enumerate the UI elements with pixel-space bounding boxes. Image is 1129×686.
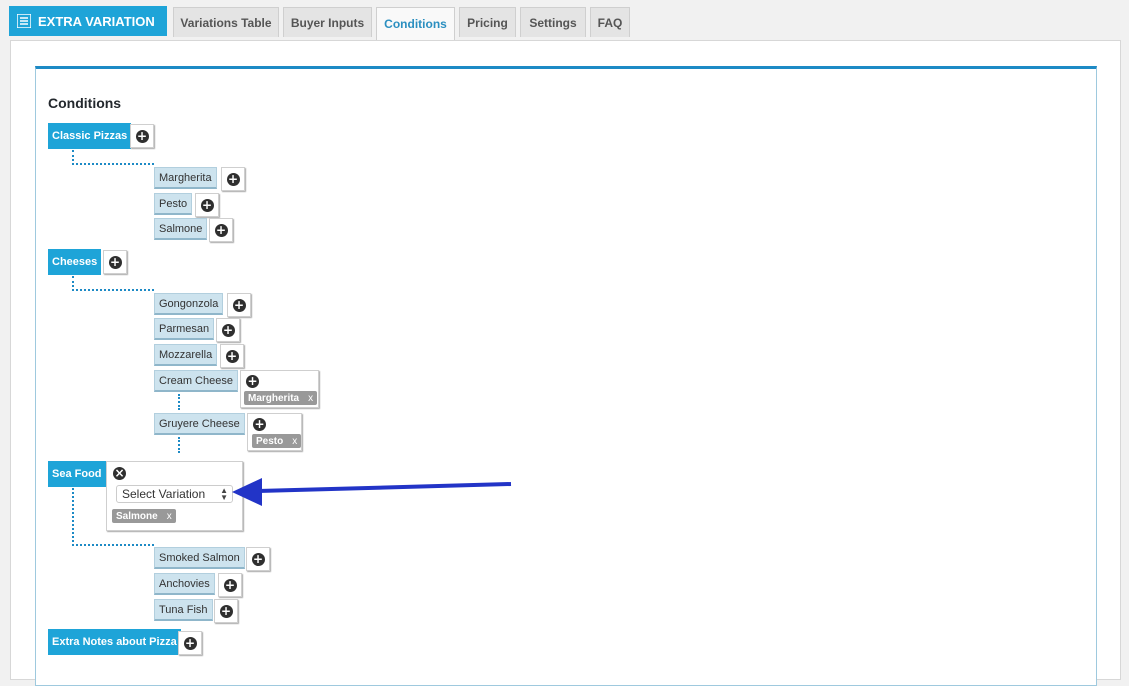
condition-tag-label: Salmone — [116, 510, 158, 522]
plus-icon: + — [223, 577, 237, 592]
variation-item[interactable]: Margherita — [154, 167, 217, 189]
tree-connector — [72, 488, 74, 546]
category-cheeses[interactable]: Cheeses — [48, 249, 102, 275]
remove-tag-icon[interactable]: x — [308, 392, 314, 404]
tree-connector — [178, 394, 180, 410]
condition-editor: × Select Variation ▲▼ Salmone x — [106, 461, 243, 531]
tab-faq[interactable]: FAQ — [590, 7, 630, 37]
page-title: Conditions — [48, 95, 122, 111]
tree-connector — [72, 276, 74, 291]
condition-tag-label: Margherita — [248, 392, 300, 404]
plus-icon: + — [219, 603, 233, 618]
plus-icon: + — [221, 322, 235, 337]
plus-icon: + — [183, 635, 197, 650]
condition-box: + Pesto x — [247, 413, 302, 451]
add-condition-button[interactable]: + — [220, 344, 244, 368]
plus-icon: + — [214, 222, 228, 237]
variation-item[interactable]: Anchovies — [154, 573, 215, 595]
plus-icon: + — [232, 297, 246, 312]
select-variation-dropdown[interactable]: Select Variation ▲▼ — [116, 485, 233, 503]
tab-buyer-inputs[interactable]: Buyer Inputs — [283, 7, 372, 37]
add-condition-button[interactable]: + — [195, 193, 219, 217]
add-condition-button[interactable]: + — [103, 250, 127, 274]
category-classic-pizzas[interactable]: Classic Pizzas — [48, 123, 132, 149]
plus-icon[interactable]: + — [253, 417, 266, 431]
plus-icon: + — [251, 551, 265, 566]
category-sea-food[interactable]: Sea Food — [48, 461, 106, 487]
variation-item[interactable]: Cream Cheese — [154, 370, 238, 392]
close-icon[interactable]: × — [113, 466, 126, 480]
add-condition-button[interactable]: + — [246, 547, 270, 571]
list-icon — [17, 14, 31, 28]
plus-icon[interactable]: + — [246, 374, 259, 388]
condition-tag-label: Pesto — [256, 435, 284, 447]
tree-connector — [72, 544, 154, 546]
tree-connector — [72, 150, 74, 165]
add-condition-button[interactable]: + — [130, 124, 154, 148]
add-condition-button[interactable]: + — [214, 599, 238, 623]
variation-item[interactable]: Tuna Fish — [154, 599, 213, 621]
brand-title: EXTRA VARIATION — [38, 13, 155, 29]
condition-box: + Margherita x — [240, 370, 319, 408]
plus-icon: + — [108, 254, 122, 269]
plus-icon: + — [226, 171, 240, 186]
tree-connector — [72, 289, 154, 291]
variation-item[interactable]: Smoked Salmon — [154, 547, 245, 569]
tree-connector — [178, 437, 180, 453]
select-variation-value: Select Variation — [122, 487, 206, 501]
condition-tag: Pesto x — [252, 434, 302, 448]
top-navigation: EXTRA VARIATION Variations Table Buyer I… — [0, 0, 1129, 40]
tab-variations-table[interactable]: Variations Table — [173, 7, 279, 37]
variation-item[interactable]: Gruyere Cheese — [154, 413, 245, 435]
add-condition-button[interactable]: + — [227, 293, 251, 317]
add-condition-button[interactable]: + — [218, 573, 242, 597]
variation-item[interactable]: Parmesan — [154, 318, 215, 340]
tree-connector — [72, 163, 154, 165]
remove-tag-icon[interactable]: x — [166, 510, 172, 522]
add-condition-button[interactable]: + — [178, 631, 202, 655]
add-condition-button[interactable]: + — [216, 318, 240, 342]
variation-item[interactable]: Mozzarella — [154, 344, 218, 366]
tab-pricing[interactable]: Pricing — [459, 7, 516, 37]
condition-tag: Salmone x — [112, 509, 176, 523]
remove-tag-icon[interactable]: x — [292, 435, 298, 447]
add-condition-button[interactable]: + — [209, 218, 233, 242]
dropdown-arrows-icon: ▲▼ — [220, 486, 228, 502]
variation-item[interactable]: Pesto — [154, 193, 193, 215]
variation-item[interactable]: Salmone — [154, 218, 208, 240]
plus-icon: + — [200, 197, 214, 212]
category-extra-notes[interactable]: Extra Notes about Pizza — [48, 629, 181, 655]
tab-conditions[interactable]: Conditions — [376, 7, 455, 40]
condition-tag: Margherita x — [244, 391, 318, 405]
tab-settings[interactable]: Settings — [520, 7, 586, 37]
brand-header: EXTRA VARIATION — [9, 6, 167, 36]
plus-icon: + — [135, 128, 149, 143]
add-condition-button[interactable]: + — [221, 167, 245, 191]
plus-icon: + — [225, 348, 239, 363]
variation-item[interactable]: Gongonzola — [154, 293, 224, 315]
